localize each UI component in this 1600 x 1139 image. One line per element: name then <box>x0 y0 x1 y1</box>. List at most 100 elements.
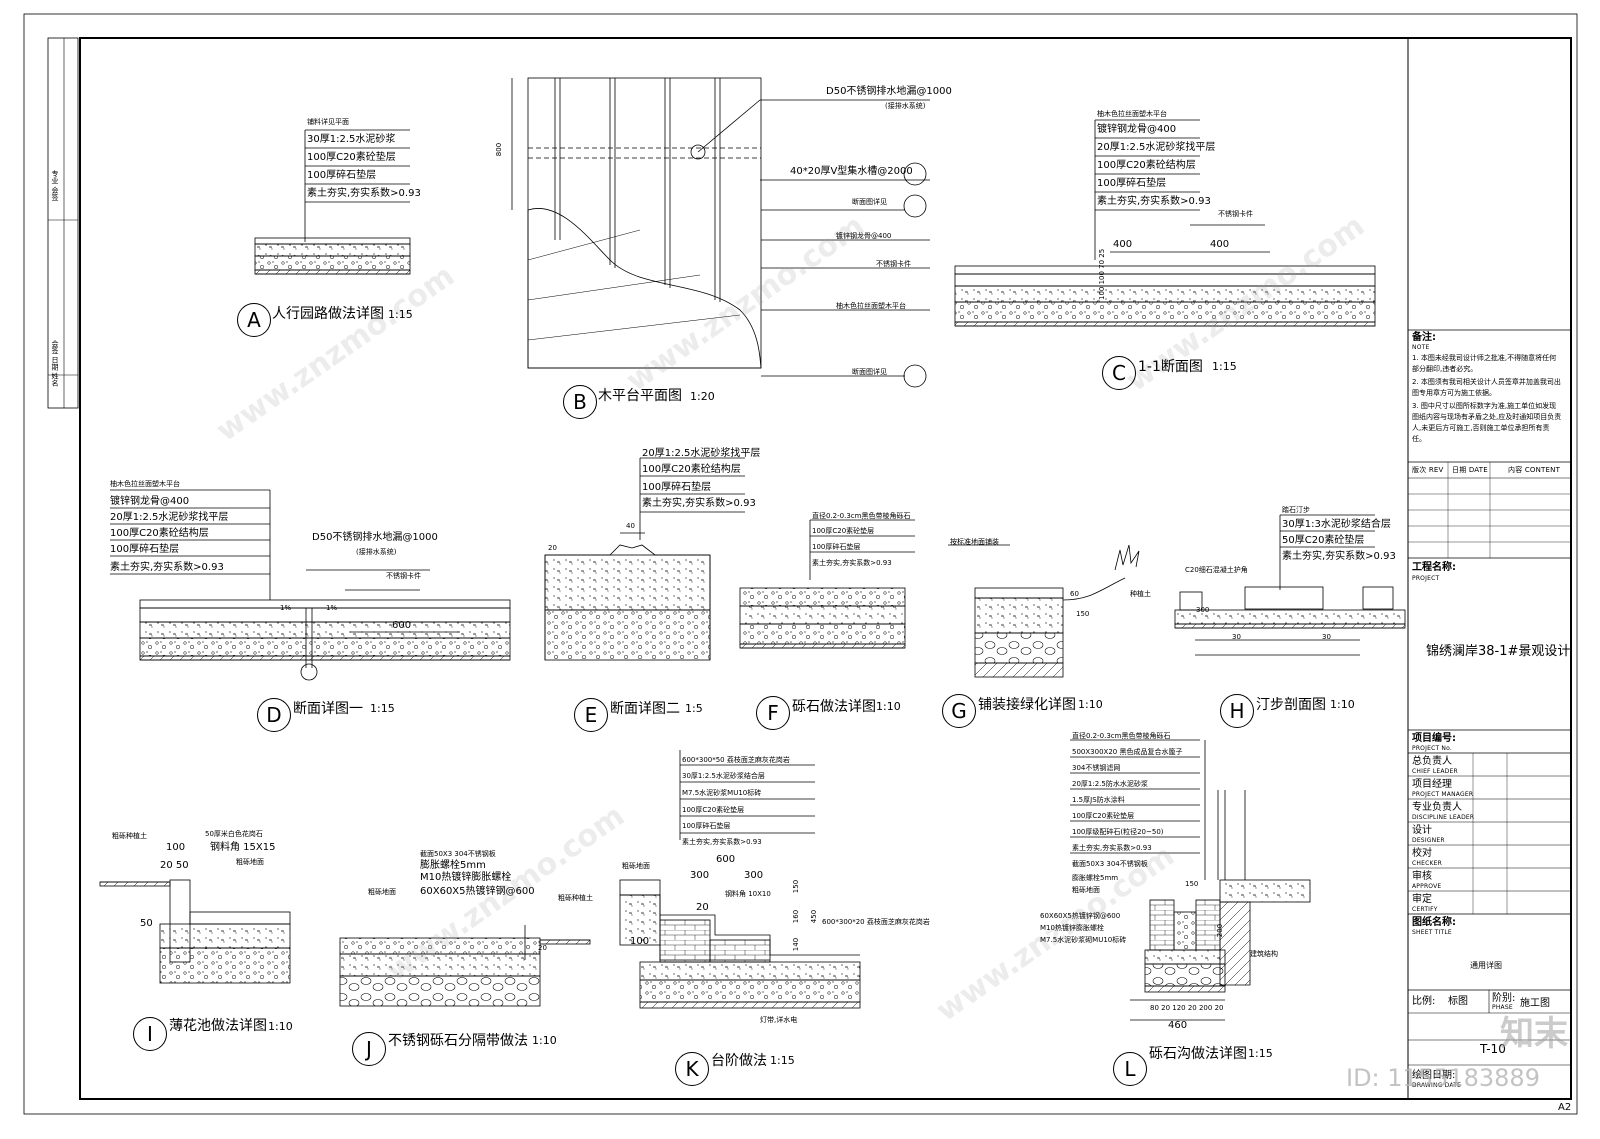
k-dim-600: 600 <box>716 854 736 865</box>
e-label-2: 100厚碎石垫层 <box>642 482 712 493</box>
detail-e-scale: 1:5 <box>685 702 703 715</box>
h-dim-300: 300 <box>1196 606 1210 614</box>
k-label-5: 素土夯实,夯实系数>0.93 <box>682 838 762 846</box>
detail-l-scale: 1:15 <box>1248 1047 1273 1060</box>
c-dim-400b: 400 <box>1210 239 1230 250</box>
h-label-0: 踏石汀步 <box>1282 506 1310 514</box>
d-label-5: 素土夯实,夯实系数>0.93 <box>110 562 224 573</box>
h-dim-30b: 30 <box>1322 633 1331 641</box>
b-label-4: 镀锌钢龙骨@400 <box>836 232 892 240</box>
l-label-1: 500X300X20 黑色成品复合水篦子 <box>1072 748 1183 756</box>
c-label-3: 100厚C20素砼结构层 <box>1097 160 1196 171</box>
j-label-1: 膨胀螺栓5mm <box>420 860 486 871</box>
sheet-title-label-en: SHEET TITLE <box>1412 929 1452 936</box>
g-dim-150: 150 <box>1076 610 1090 618</box>
detail-a-scale: 1:15 <box>388 308 413 321</box>
l-dim-460: 460 <box>1168 1020 1188 1031</box>
phase-label-en: PHASE <box>1492 1004 1513 1011</box>
detail-d-marker: D <box>257 698 291 732</box>
sheet-size: A2 <box>1558 1102 1572 1113</box>
l-dim-150: 150 <box>1185 880 1199 888</box>
k-dim-160: 160 <box>792 909 801 924</box>
c-label-4: 100厚碎石垫层 <box>1097 178 1167 189</box>
detail-k-title: 台阶做法 <box>711 1053 767 1069</box>
e-dim-20: 20 <box>548 544 557 552</box>
drawing-no: T-10 <box>1480 1042 1506 1056</box>
c-dim-heights: 100 100 70 25 <box>1098 248 1106 300</box>
d-label-7: (接排水系统) <box>356 548 397 556</box>
f-label-3: 素土夯实,夯实系数>0.93 <box>812 559 892 567</box>
j-label-4: 粗砾地面 <box>368 888 396 896</box>
row-dl-cn: 专业负责人 <box>1412 802 1462 813</box>
row-certify-cn: 审定 <box>1412 894 1432 905</box>
detail-d-scale: 1:15 <box>370 702 395 715</box>
project-no-label-en: PROJECT No. <box>1412 745 1452 752</box>
row-approve-cn: 审核 <box>1412 871 1432 882</box>
c-label-2: 20厚1:2.5水泥砂浆找平层 <box>1097 142 1216 153</box>
detail-g-marker: G <box>942 694 976 728</box>
l-label-3: 20厚1:2.5防水水泥砂浆 <box>1072 780 1148 788</box>
i-label-0: 粗砾种植土 <box>112 832 147 840</box>
note-1: 1. 本图未经我司设计师之批准,不得随意将任何部分翻印,违者必究。 <box>1412 354 1557 373</box>
detail-c-marker: C <box>1102 356 1136 390</box>
k-label-3: 100厚C20素砼垫层 <box>682 806 745 814</box>
i-dim-50: 50 <box>140 918 153 929</box>
k-dim-140: 140 <box>792 937 801 952</box>
note-3: 3. 图中尺寸以图所标数字为准,施工单位如发现图纸内容与现场有矛盾之处,应及时通… <box>1412 402 1562 443</box>
l-label-11: 60X60X5热镀锌钢@600 <box>1040 912 1121 920</box>
phase-label: 阶别: <box>1492 993 1516 1004</box>
detail-f-marker: F <box>756 696 790 730</box>
d-label-2: 20厚1:2.5水泥砂浆找平层 <box>110 512 229 523</box>
row-checker-cn: 校对 <box>1412 848 1432 859</box>
l-dim-row: 80 20 120 20 200 20 <box>1150 1004 1224 1012</box>
a-label-2: 100厚C20素砼垫层 <box>307 152 396 163</box>
i-label-3: 粗砾地面 <box>236 858 264 866</box>
e-label-3: 素土夯实,夯实系数>0.93 <box>642 498 756 509</box>
d-label-8: 不锈钢卡件 <box>386 572 421 580</box>
detail-k-marker: K <box>675 1052 709 1086</box>
h-label-4: C20细石混凝土护角 <box>1185 566 1248 574</box>
detail-b-title: 木平台平面图 <box>598 388 682 404</box>
j-label-5: 粗砾种植土 <box>558 894 593 902</box>
row-certify-en: CERTIFY <box>1412 906 1438 913</box>
h-label-3: 素土夯实,夯实系数>0.93 <box>1282 551 1396 562</box>
b-dim-800: 800 <box>495 142 504 157</box>
content-header: 内容 CONTENT <box>1508 466 1561 474</box>
detail-i-title: 薄花池做法详图 <box>169 1018 267 1034</box>
detail-e-marker: E <box>574 698 608 732</box>
g-dim-60: 60 <box>1070 590 1079 598</box>
sheet-title-label: 图纸名称: <box>1412 917 1456 928</box>
i-dim-100: 100 <box>166 842 186 853</box>
notes-heading: 备注: <box>1412 332 1436 343</box>
detail-d-title: 断面详图一 <box>293 701 363 717</box>
k-dim-450: 450 <box>810 909 819 924</box>
detail-c-title: 1-1断面图 <box>1138 359 1203 375</box>
d-label-4: 100厚碎石垫层 <box>110 544 180 555</box>
k-dim-300b: 300 <box>744 870 764 881</box>
date-label-en: DRAWING DATE <box>1412 1082 1462 1089</box>
k-label-angle: 钢料角 10X10 <box>725 890 771 898</box>
h-dim-30a: 30 <box>1232 633 1241 641</box>
detail-l-title: 砾石沟做法详图 <box>1149 1046 1247 1062</box>
b-label-6: 柚木色拉丝面塑木平台 <box>836 302 906 310</box>
detail-j-marker: J <box>352 1032 386 1066</box>
i-label-2: 钢料角 15X15 <box>210 842 276 853</box>
e-dim-40: 40 <box>626 522 635 530</box>
b-label-1: (接排水系统) <box>885 102 926 110</box>
d-dim-600: 600 <box>392 620 412 631</box>
detail-i-scale: 1:10 <box>268 1020 293 1033</box>
l-label-10: 粗砾地面 <box>1072 886 1100 894</box>
k-label-stone: 600*300*20 荔枝面芝麻灰花岗岩 <box>822 918 930 926</box>
e-label-1: 100厚C20素砼结构层 <box>642 464 741 475</box>
detail-a-title: 人行园路做法详图 <box>272 306 384 322</box>
detail-h-marker: H <box>1220 694 1254 728</box>
detail-k-scale: 1:15 <box>770 1054 795 1067</box>
row-checker-en: CHECKER <box>1412 860 1442 867</box>
detail-g-scale: 1:10 <box>1078 698 1103 711</box>
k-label-light: 灯带,详水电 <box>760 1016 798 1024</box>
d-label-6: D50不锈钢排水地漏@1000 <box>312 532 438 543</box>
a-label-1: 30厚1:2.5水泥砂浆 <box>307 134 396 145</box>
b-label-2: 40*20厚V型集水槽@2000 <box>790 166 913 177</box>
l-label-4: 1.5厚JS防水涂料 <box>1072 796 1125 804</box>
